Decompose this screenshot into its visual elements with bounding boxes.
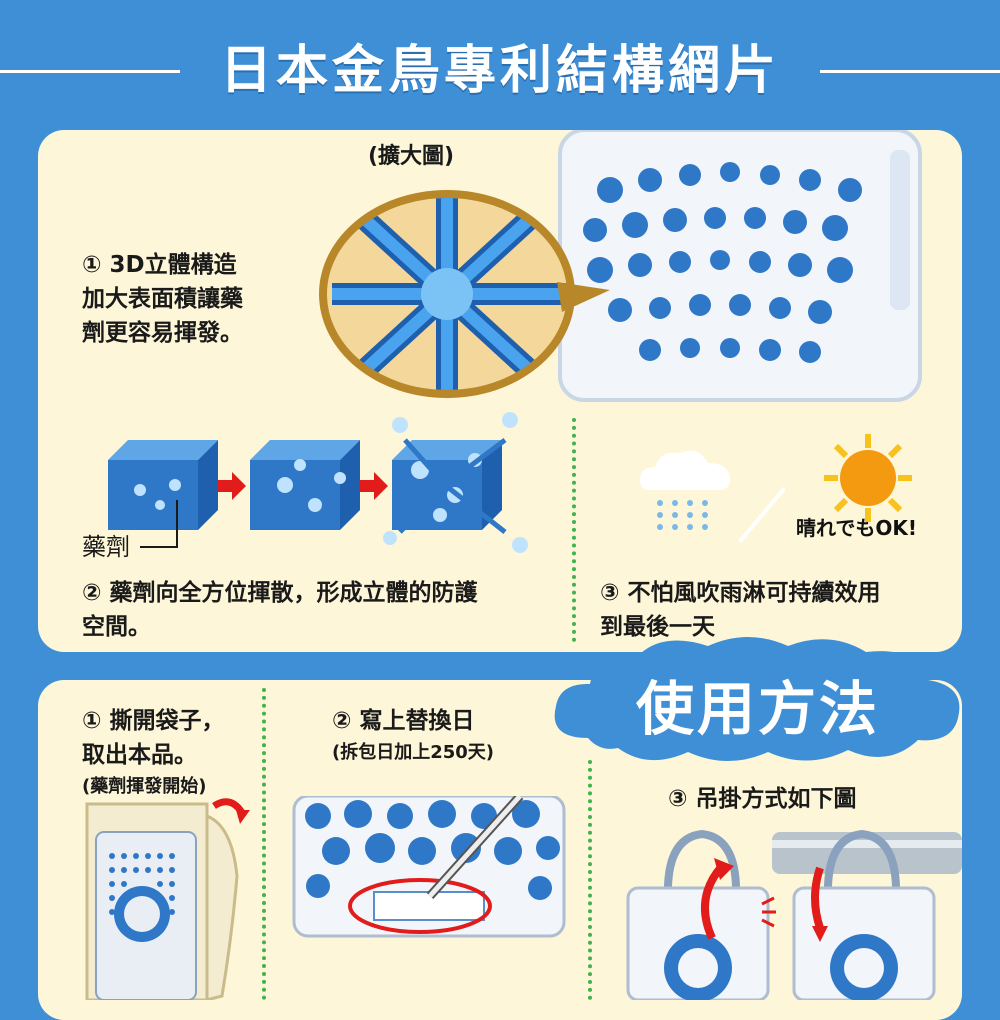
feature2-line2: 空間。 bbox=[82, 614, 151, 640]
feature2-line1: ② 藥劑向全方位揮散，形成立體的防護 bbox=[82, 580, 478, 606]
feature3-line2: 到最後一天 bbox=[600, 614, 715, 640]
step3-text: ③ 吊掛方式如下圖 bbox=[668, 782, 856, 816]
sun-icon bbox=[824, 434, 912, 522]
feature1-line1: ① 3D立體構造 bbox=[82, 252, 237, 278]
feature1-line2: 加大表面積讓藥 bbox=[82, 286, 243, 312]
drug-label-line-v bbox=[176, 500, 178, 548]
title-line-right bbox=[820, 70, 1000, 73]
zoom-label: (擴大圖) bbox=[368, 144, 455, 169]
open-bag-image bbox=[85, 798, 250, 1000]
usage-divider-2 bbox=[588, 760, 592, 1000]
drug-label-line bbox=[140, 546, 178, 548]
step2-note: (拆包日加上250天) bbox=[332, 742, 495, 763]
magnified-structure-image bbox=[319, 190, 610, 398]
feature3-text: ③ 不怕風吹雨淋可持續效用 到最後一天 bbox=[600, 576, 880, 644]
usage-title: 使用方法 bbox=[636, 675, 881, 743]
feature1-text: ① 3D立體構造 加大表面積讓藥 劑更容易揮發。 bbox=[82, 248, 243, 350]
page-title: 日本金鳥專利結構網片 bbox=[219, 41, 780, 101]
step1-line1: ① 撕開袋子， bbox=[82, 708, 225, 734]
top-divider bbox=[572, 418, 576, 642]
write-date-image bbox=[292, 796, 566, 938]
title-line-left bbox=[0, 70, 180, 73]
diffusion-cubes-diagram bbox=[108, 412, 528, 553]
weather-ok-text: 晴れでもOK! bbox=[796, 516, 918, 540]
feature1-line3: 劑更容易揮發。 bbox=[82, 320, 243, 346]
product-net-image bbox=[558, 130, 922, 402]
feature2-text: ② 藥劑向全方位揮散，形成立體的防護 空間。 bbox=[82, 576, 477, 644]
drug-label: 藥劑 bbox=[82, 533, 130, 561]
cloud-rain-icon bbox=[640, 450, 730, 530]
feature3-line1: ③ 不怕風吹雨淋可持續效用 bbox=[600, 580, 881, 606]
step1-text: ① 撕開袋子， 取出本品。 (藥劑揮發開始) bbox=[82, 704, 224, 800]
step2-line1: ② 寫上替換日 bbox=[332, 708, 475, 734]
usage-divider-1 bbox=[262, 688, 266, 1000]
hanging-method-image bbox=[626, 829, 962, 1000]
step3-line1: ③ 吊掛方式如下圖 bbox=[668, 786, 857, 812]
step2-text: ② 寫上替換日 (拆包日加上250天) bbox=[332, 704, 494, 766]
step1-note: (藥劑揮發開始) bbox=[82, 776, 207, 797]
usage-title-cloud bbox=[554, 637, 960, 761]
step1-line2: 取出本品。 bbox=[82, 742, 197, 768]
